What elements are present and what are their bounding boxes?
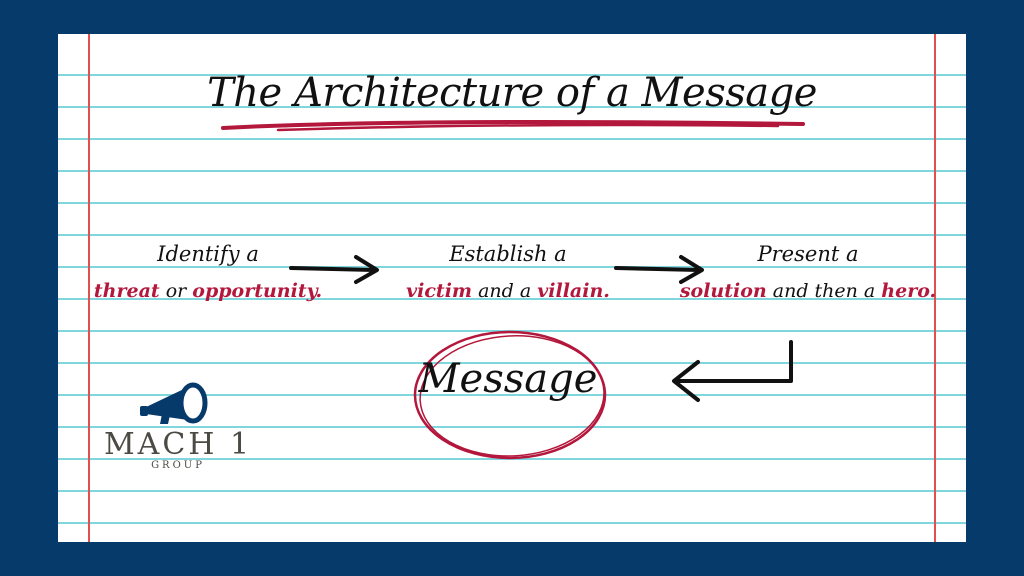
step-highlight-1: solution (679, 280, 767, 302)
title-underline (221, 119, 805, 132)
margin-line-left (88, 34, 90, 542)
step-line-2: solution and then a hero. (658, 271, 958, 311)
return-arrow-icon (672, 340, 793, 402)
right-arrow-icon (289, 255, 379, 284)
margin-line-right (934, 34, 936, 542)
step-connector: or (159, 280, 193, 302)
step-line-1: Present a (757, 242, 859, 266)
step-line-2: victim and a villain. (358, 271, 658, 311)
message-label: Message (418, 356, 598, 402)
step-highlight-2: villain. (537, 280, 610, 302)
step-highlight-2: opportunity. (192, 280, 323, 302)
logo-subtitle: GROUP (151, 460, 205, 471)
step-connector: and then a (766, 280, 882, 302)
step-highlight-1: victim (406, 280, 473, 302)
right-arrow-icon (614, 255, 704, 284)
step-line-1: Identify a (157, 242, 259, 266)
step-identify-threat: Identify a threat or opportunity. (58, 237, 358, 311)
step-line-2: threat or opportunity. (58, 271, 358, 311)
step-highlight-1: threat (93, 280, 160, 302)
step-present-solution: Present a solution and then a hero. (658, 237, 958, 311)
step-highlight-2: hero. (881, 280, 937, 302)
notebook-paper: The Architecture of a Message Identify a… (58, 34, 966, 542)
step-establish-victim: Establish a victim and a villain. (358, 237, 658, 311)
megaphone-icon (140, 382, 208, 424)
message-circle (413, 330, 607, 460)
company-logo: MACH 1 GROUP (98, 380, 258, 471)
step-connector: and a (472, 280, 538, 302)
step-line-1: Establish a (449, 242, 567, 266)
page-title: The Architecture of a Message (207, 70, 817, 116)
logo-name: MACH 1 (103, 427, 253, 462)
